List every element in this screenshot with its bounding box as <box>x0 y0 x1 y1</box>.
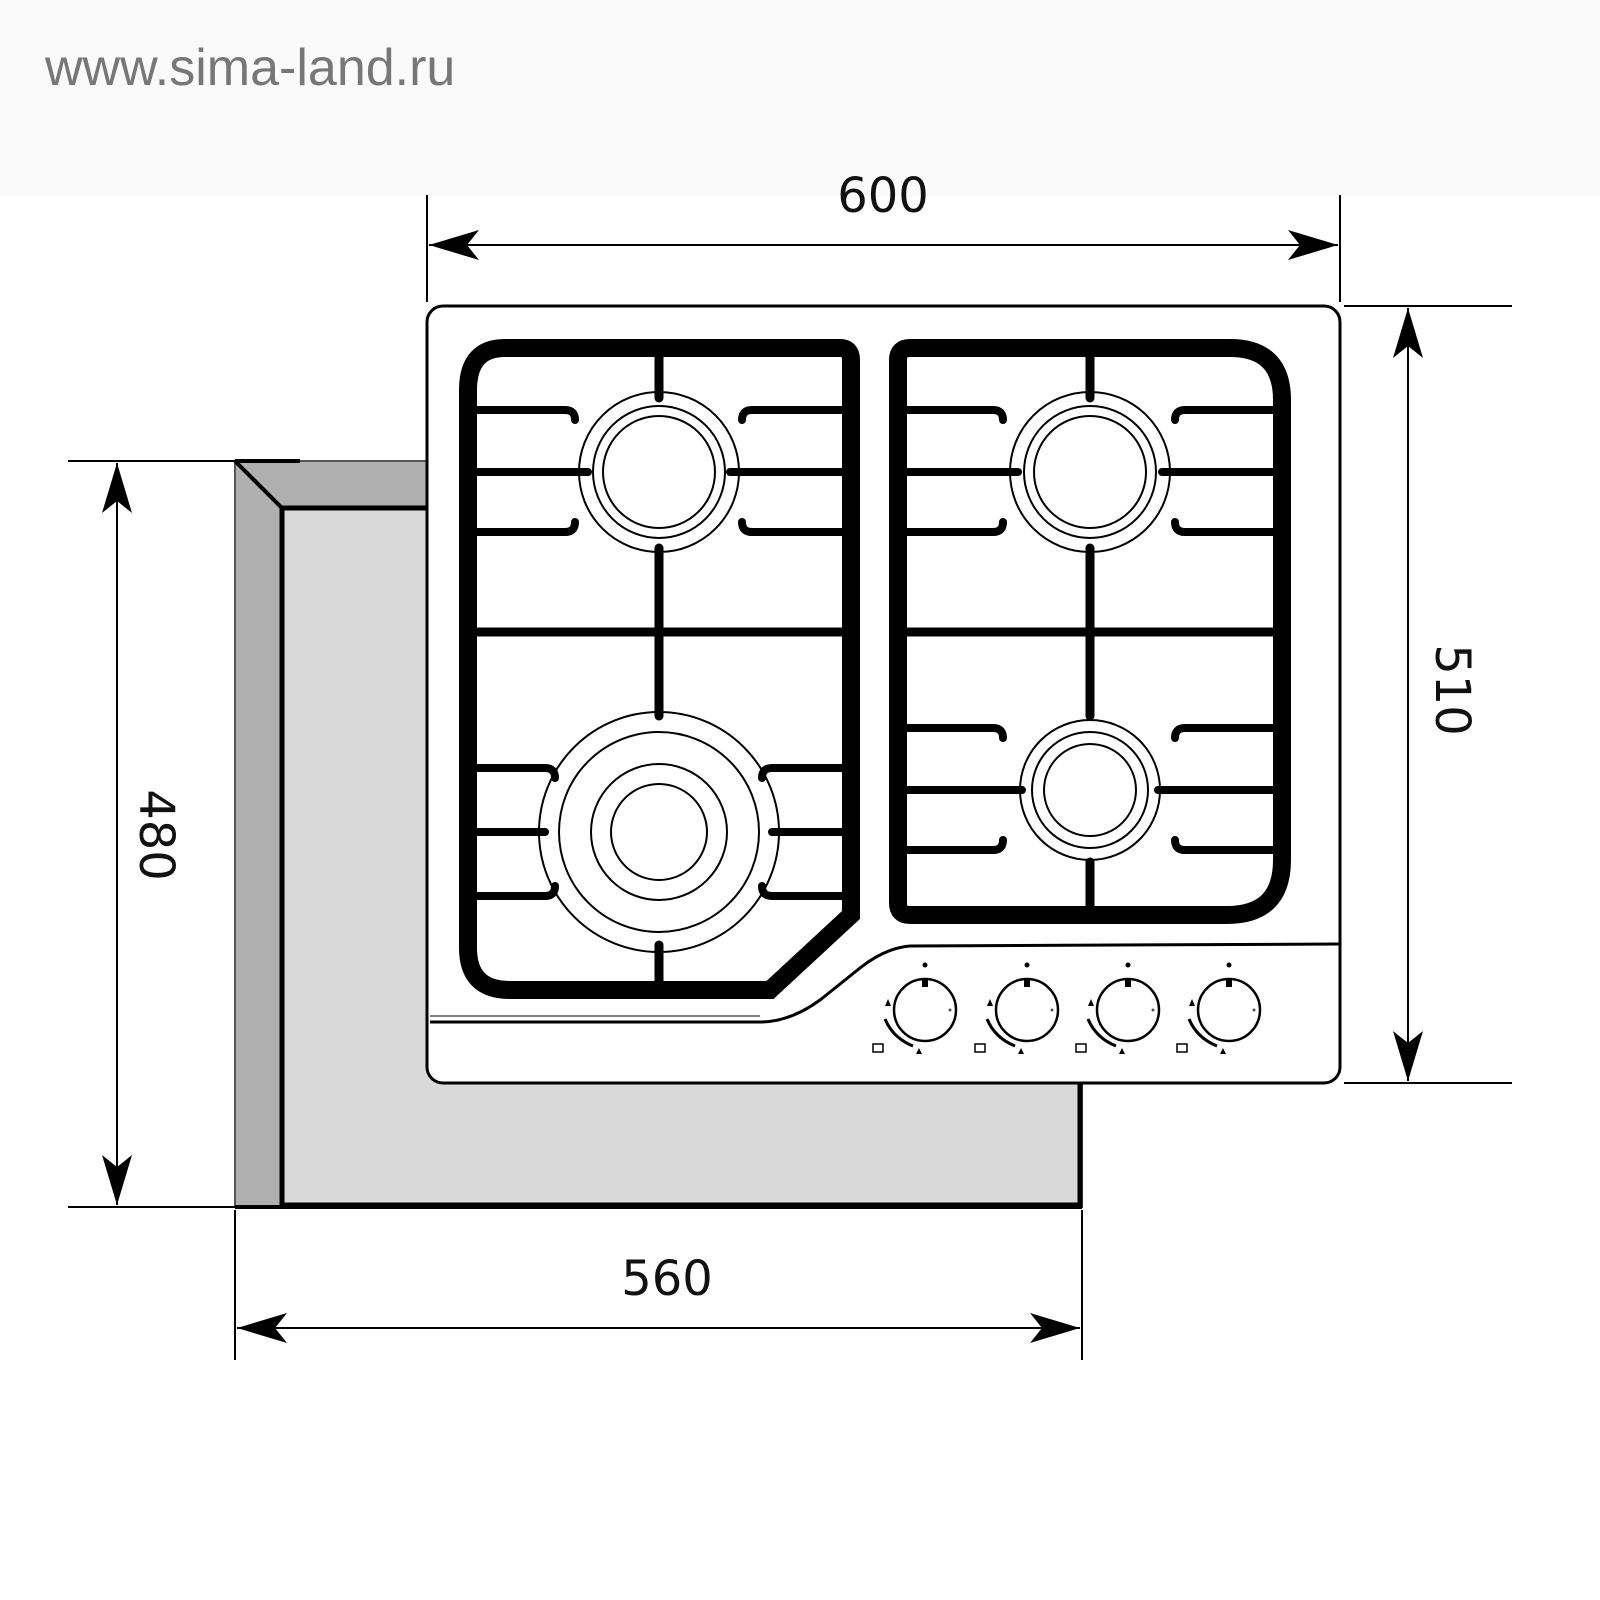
control-knob[interactable] <box>1075 962 1161 1055</box>
label-600: 600 <box>837 168 929 224</box>
hob <box>425 304 1342 1085</box>
burner-front-left <box>538 711 780 953</box>
burner-rear-right <box>1009 391 1171 553</box>
control-knob[interactable] <box>872 962 958 1055</box>
watermark-band <box>0 0 1600 196</box>
label-560: 560 <box>621 1251 713 1307</box>
control-knob[interactable] <box>1176 962 1262 1055</box>
control-knob[interactable] <box>974 962 1060 1055</box>
knob-panel <box>872 962 1262 1055</box>
label-510: 510 <box>1424 644 1480 736</box>
label-480: 480 <box>128 789 184 881</box>
watermark: www.sima-land.ru <box>45 39 456 97</box>
burner-rear-left <box>578 391 740 553</box>
burner-front-right <box>1019 719 1161 861</box>
